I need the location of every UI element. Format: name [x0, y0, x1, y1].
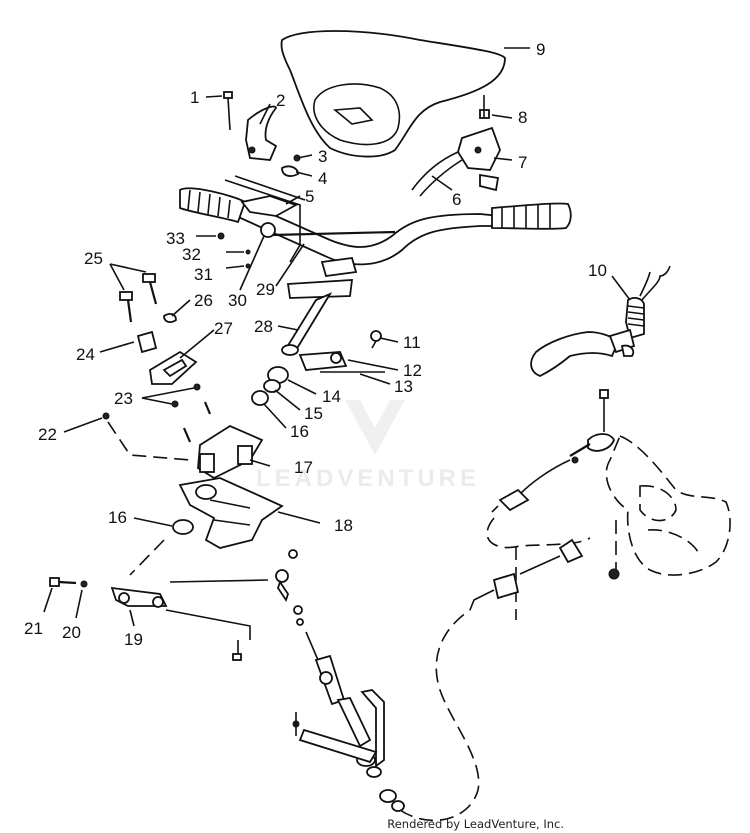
bolt-lower [232, 640, 242, 661]
cable-adjuster [469, 538, 584, 611]
washer-32 [245, 249, 251, 255]
cable-route [399, 609, 480, 822]
clamp-30 [260, 222, 276, 238]
washer-20 [80, 580, 88, 588]
clip-4 [281, 165, 299, 177]
handlebar [179, 187, 572, 266]
callout-2: 2 [276, 91, 285, 110]
callout-24: 24 [76, 345, 95, 364]
callout-12: 12 [403, 361, 422, 380]
washer-26 [163, 313, 177, 323]
callout-8: 8 [518, 108, 527, 127]
callout-18: 18 [334, 516, 353, 535]
callout-16b: 16 [108, 508, 127, 527]
callout-19: 19 [124, 630, 143, 649]
handlebar-pad [280, 30, 506, 158]
callout-21: 21 [24, 619, 43, 638]
key-11 [370, 330, 382, 349]
bolts-25 [119, 273, 158, 323]
rod-end [275, 549, 304, 626]
nut-22 [102, 412, 110, 420]
callout-6: 6 [452, 190, 461, 209]
washer-23b [171, 400, 179, 408]
callout-26: 26 [194, 291, 213, 310]
callout-30: 30 [228, 291, 247, 310]
nut-33 [217, 232, 225, 240]
screw-8 [479, 95, 490, 119]
callout-22: 22 [38, 425, 57, 444]
leader-lines [43, 47, 631, 627]
bushing-16b [172, 519, 194, 535]
throttle-block-5 [240, 195, 299, 217]
watermark-text: LEADVENTURE [256, 465, 480, 492]
callout-labels: 1 2 3 4 5 6 7 8 9 10 11 12 13 14 15 16 1… [24, 40, 607, 649]
throttle-cable-assembly [305, 631, 382, 778]
watermark-logo: LEADVENTURE [256, 400, 480, 492]
handlebar-clamp [286, 257, 358, 299]
throttle-lever [245, 105, 278, 161]
mount-plate [298, 689, 385, 768]
callout-27: 27 [214, 319, 233, 338]
callout-13: 13 [394, 377, 413, 396]
callout-5: 5 [305, 187, 314, 206]
callout-14: 14 [322, 387, 341, 406]
bolt-1 [223, 91, 233, 131]
callout-10: 10 [588, 261, 607, 280]
bushing-16 [251, 390, 269, 406]
callout-1: 1 [190, 88, 199, 107]
callout-28: 28 [254, 317, 273, 336]
steering-arm-19 [110, 586, 168, 608]
washer-15 [263, 379, 281, 393]
callout-4: 4 [318, 169, 327, 188]
callout-11: 11 [403, 333, 421, 352]
washer-23a [193, 383, 201, 391]
callout-31: 31 [194, 265, 213, 284]
switch-cable-2 [419, 159, 463, 197]
carburetor [605, 434, 731, 576]
tether-switch-10 [530, 265, 671, 377]
callout-9: 9 [536, 40, 545, 59]
steering-post [281, 292, 333, 356]
callout-29: 29 [256, 280, 275, 299]
callout-20: 20 [62, 623, 81, 642]
callout-7: 7 [518, 153, 527, 172]
callout-23: 23 [114, 389, 133, 408]
cable-end-lower [379, 789, 405, 812]
switch-cable [411, 151, 459, 191]
throttle-cable-29 [224, 179, 301, 263]
switch-housing [457, 126, 501, 192]
callout-15: 15 [304, 404, 323, 423]
footer-credit: Rendered by LeadVenture, Inc. [387, 817, 564, 831]
callout-16a: 16 [290, 422, 309, 441]
nut-right [608, 568, 620, 580]
callout-25: 25 [84, 249, 103, 268]
lower-bracket-18 [178, 477, 284, 549]
callout-32: 32 [182, 245, 201, 264]
callout-3: 3 [318, 147, 327, 166]
callout-33: 33 [166, 229, 185, 248]
bolt-21 [49, 577, 77, 587]
carb-cable [491, 389, 615, 513]
block-24 [136, 330, 158, 354]
callout-17: 17 [294, 458, 313, 477]
